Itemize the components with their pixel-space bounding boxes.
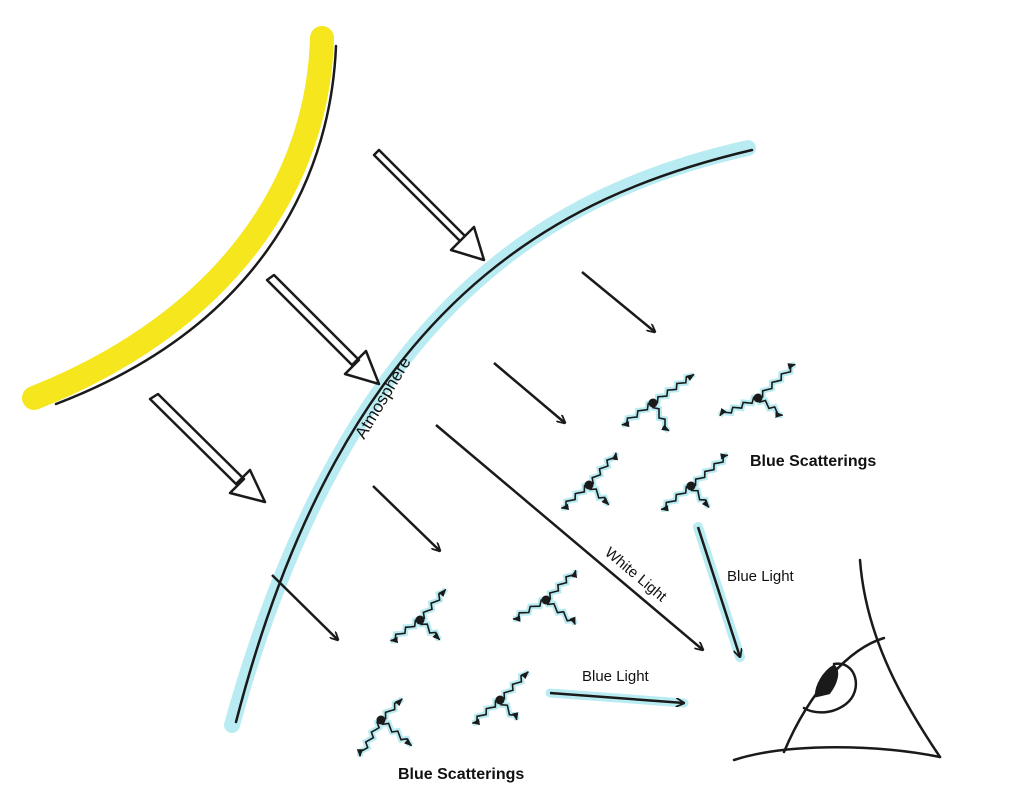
incoming-sunlight-arrow — [148, 392, 267, 504]
blue-light-arrow-lower — [545, 688, 689, 703]
blue-scatterings-label-lower: Blue Scatterings — [398, 766, 524, 783]
blue-scatterings-label-upper: Blue Scatterings — [750, 453, 876, 470]
blue-light-label-upper: Blue Light — [727, 568, 795, 585]
scattered-light-ray — [660, 485, 692, 512]
scattering-molecule — [717, 361, 796, 419]
scattered-light-ray — [380, 698, 403, 721]
scattered-light-ray — [419, 619, 441, 641]
light-ray-arrow — [372, 485, 440, 551]
scattering-molecule — [621, 371, 696, 434]
light-ray-arrow — [271, 574, 338, 640]
scattered-light-ray — [757, 363, 796, 399]
white-light-arrow — [435, 424, 703, 650]
atmosphere-arc — [224, 140, 756, 733]
scattering-molecule — [356, 696, 414, 758]
scattered-light-ray — [356, 719, 382, 758]
molecule-dot — [541, 595, 551, 605]
scattered-light-ray — [652, 373, 695, 404]
scattered-light-ray — [389, 619, 421, 644]
scattered-light-ray — [757, 397, 784, 418]
light-ray-arrow — [493, 362, 565, 423]
scattered-light-ray — [621, 402, 654, 428]
scattered-light-ray — [690, 485, 710, 509]
light-ray-arrow — [581, 271, 655, 332]
scattered-light-ray — [719, 396, 759, 417]
scattered-light-glow — [650, 403, 671, 434]
molecule-dot — [376, 715, 386, 725]
molecule-dot — [753, 393, 763, 403]
scattering-molecule — [560, 452, 619, 512]
scattered-light-ray — [545, 599, 576, 626]
molecule-dot — [648, 398, 658, 408]
scattered-light-ray — [545, 569, 578, 601]
incoming-sunlight-arrow — [265, 273, 381, 386]
scattering-molecule — [512, 569, 579, 626]
scattered-light-ray — [419, 588, 447, 621]
scattered-light-ray — [512, 599, 547, 622]
molecule-dot — [584, 480, 594, 490]
molecule-dot — [415, 615, 425, 625]
scattering-molecule — [471, 669, 531, 727]
scattered-light-ray — [690, 453, 729, 487]
scattered-light-ray — [588, 484, 610, 506]
scattering-molecules — [356, 361, 796, 758]
scattered-light-ray — [499, 699, 519, 721]
scattered-light-ray — [380, 719, 413, 747]
scattered-light-glow — [755, 396, 783, 419]
sun-icon — [22, 26, 338, 410]
scattered-light-ray — [471, 699, 501, 725]
scattering-molecule — [389, 587, 448, 644]
incoming-sunlight-arrow — [372, 148, 486, 262]
blue-light-label-lower: Blue Light — [582, 668, 650, 685]
scattered-light-ray — [588, 452, 619, 486]
molecule-dot — [495, 695, 505, 705]
scattered-light-glow — [652, 371, 696, 406]
molecule-dot — [686, 481, 696, 491]
scattered-light-ray — [499, 671, 529, 701]
scattered-light-ray — [652, 403, 670, 432]
eye-icon — [732, 558, 942, 762]
scattering-molecule — [660, 452, 729, 513]
blue-light-arrow-upper — [693, 522, 745, 662]
white-light-label: White Light — [601, 544, 670, 606]
scattered-light-ray — [560, 484, 590, 510]
